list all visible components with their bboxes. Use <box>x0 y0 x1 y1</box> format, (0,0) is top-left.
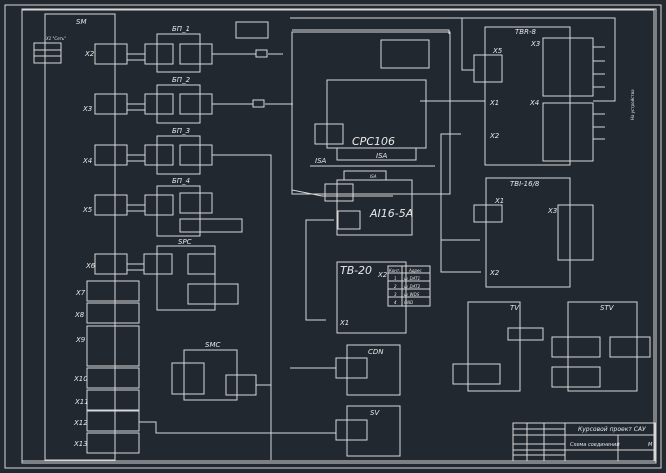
project-title: Курсовой проект САУ <box>578 426 646 433</box>
table-cell: 4 <box>394 300 397 305</box>
bp1-label: БП_1 <box>172 25 190 33</box>
table-cell: 1 <box>394 276 397 281</box>
left-connectors: X2 X3 X4 X5 X6 X7 X8 X9 X10 X11 X12 X13 <box>73 50 96 448</box>
tbr8-label: TBR-8 <box>515 28 536 36</box>
stv-label: STV <box>600 304 615 312</box>
tb20-x1-label: X1 <box>339 319 349 327</box>
isa-bus-label: ISA <box>315 157 327 165</box>
x1-label: X1 "Сеть" <box>45 36 66 41</box>
sm-label: SM <box>76 18 86 26</box>
tbi16-module: TBI-16/8 X1 X2 X3 <box>440 177 594 288</box>
sm-box <box>44 13 116 461</box>
bp4-module: БП_4 <box>127 177 243 237</box>
tbr8-module: TBR-8 X5 X1 X2 X3 X4 На устройства <box>290 17 635 241</box>
x9-label: X9 <box>75 336 86 344</box>
tbr-x2-label: X2 <box>489 132 500 140</box>
ai16-label: AI16-5A <box>369 207 413 220</box>
ai16-module: ISA AI16-5A <box>305 170 413 321</box>
table-header: Адрес <box>408 268 423 273</box>
sv-module: SV <box>139 405 401 457</box>
spc-label: SPC <box>178 238 192 246</box>
x2-label: X2 <box>84 50 95 58</box>
tb20-x2-label: X2 <box>377 271 388 279</box>
table-cell: ш_DAT2 <box>404 284 421 289</box>
bp2-label: БП_2 <box>172 76 191 84</box>
outer-frame <box>4 4 662 469</box>
sm-tables <box>86 43 140 454</box>
side-note: На устройства <box>630 89 635 120</box>
table-header: Конт. <box>389 268 401 273</box>
x4-label: X4 <box>82 157 92 165</box>
x10-label: X10 <box>73 375 88 383</box>
scale-label: М <box>648 442 653 448</box>
bp4-label: БП_4 <box>172 177 190 185</box>
sheet-title: Схема соединений <box>570 442 620 448</box>
table-cell: ш_WDS <box>404 292 420 297</box>
tbr-x5-label: X5 <box>492 47 503 55</box>
x1-table <box>33 42 62 64</box>
tbi-x2-label: X2 <box>489 269 500 277</box>
x11-label: X11 <box>74 398 89 406</box>
x13-label: X13 <box>73 440 88 448</box>
tb20-x2-table: Конт. Адрес 1 ш_DAT1 2 ш_DAT2 3 ш_WDS 4 GND <box>387 265 431 307</box>
bp1-module: БП_1 <box>127 21 283 73</box>
connector-icon <box>255 49 268 58</box>
spc-module: SPC <box>127 238 239 311</box>
inner-frame <box>21 8 657 464</box>
tbi16-label: TBI-16/8 <box>510 180 540 188</box>
x7-label: X7 <box>75 289 86 297</box>
x6-label: X6 <box>85 262 96 270</box>
x5-label: X5 <box>82 206 93 214</box>
tv-module: TV <box>452 301 544 392</box>
table-cell: GND <box>404 300 413 305</box>
cpc106-module: CPC106 ISA ISA <box>291 29 485 197</box>
cdn-label: CDN <box>368 348 384 356</box>
cdn-module: CDN <box>290 344 401 396</box>
x8-label: X8 <box>74 311 85 319</box>
x3-label: X3 <box>82 105 92 113</box>
cpc106-label: CPC106 <box>352 135 395 148</box>
tv-label: TV <box>510 304 520 312</box>
connector-icon <box>252 99 265 108</box>
x12-label: X12 <box>73 419 88 427</box>
sv-label: SV <box>370 409 380 417</box>
tb20-module: TB-20 X2 X1 Конт. Адрес 1 ш_DAT1 2 ш_DAT2 … <box>336 261 431 334</box>
table-cell: 2 <box>394 284 397 289</box>
bp3-module: БП_3 <box>127 127 272 460</box>
stv-module: STV <box>551 301 651 392</box>
drawing-frame <box>21 9 655 462</box>
tbi-x1-label: X1 <box>494 197 504 205</box>
display-panel <box>380 39 430 69</box>
title-block: Курсовой проект САУ Схема соединений М <box>512 422 656 462</box>
bp2-module: БП_2 <box>127 76 293 124</box>
tbr-x3-label: X3 <box>530 40 540 48</box>
table-cell: 3 <box>394 292 397 297</box>
ai16-isa-label: ISA <box>370 174 377 179</box>
tbr-x1-label: X1 <box>489 99 499 107</box>
smc-label: SMC <box>205 341 220 349</box>
tbi-x3-label: X3 <box>547 207 557 215</box>
bp3-label: БП_3 <box>172 127 190 135</box>
smc-module: SMC <box>171 341 271 401</box>
tb20-label: TB-20 <box>340 264 372 277</box>
table-cell: ш_DAT1 <box>404 276 420 281</box>
sm-module: SM X1 "Сеть" <box>33 13 116 461</box>
tbr-x4-label: X4 <box>529 99 539 107</box>
isa-label: ISA <box>376 152 388 160</box>
